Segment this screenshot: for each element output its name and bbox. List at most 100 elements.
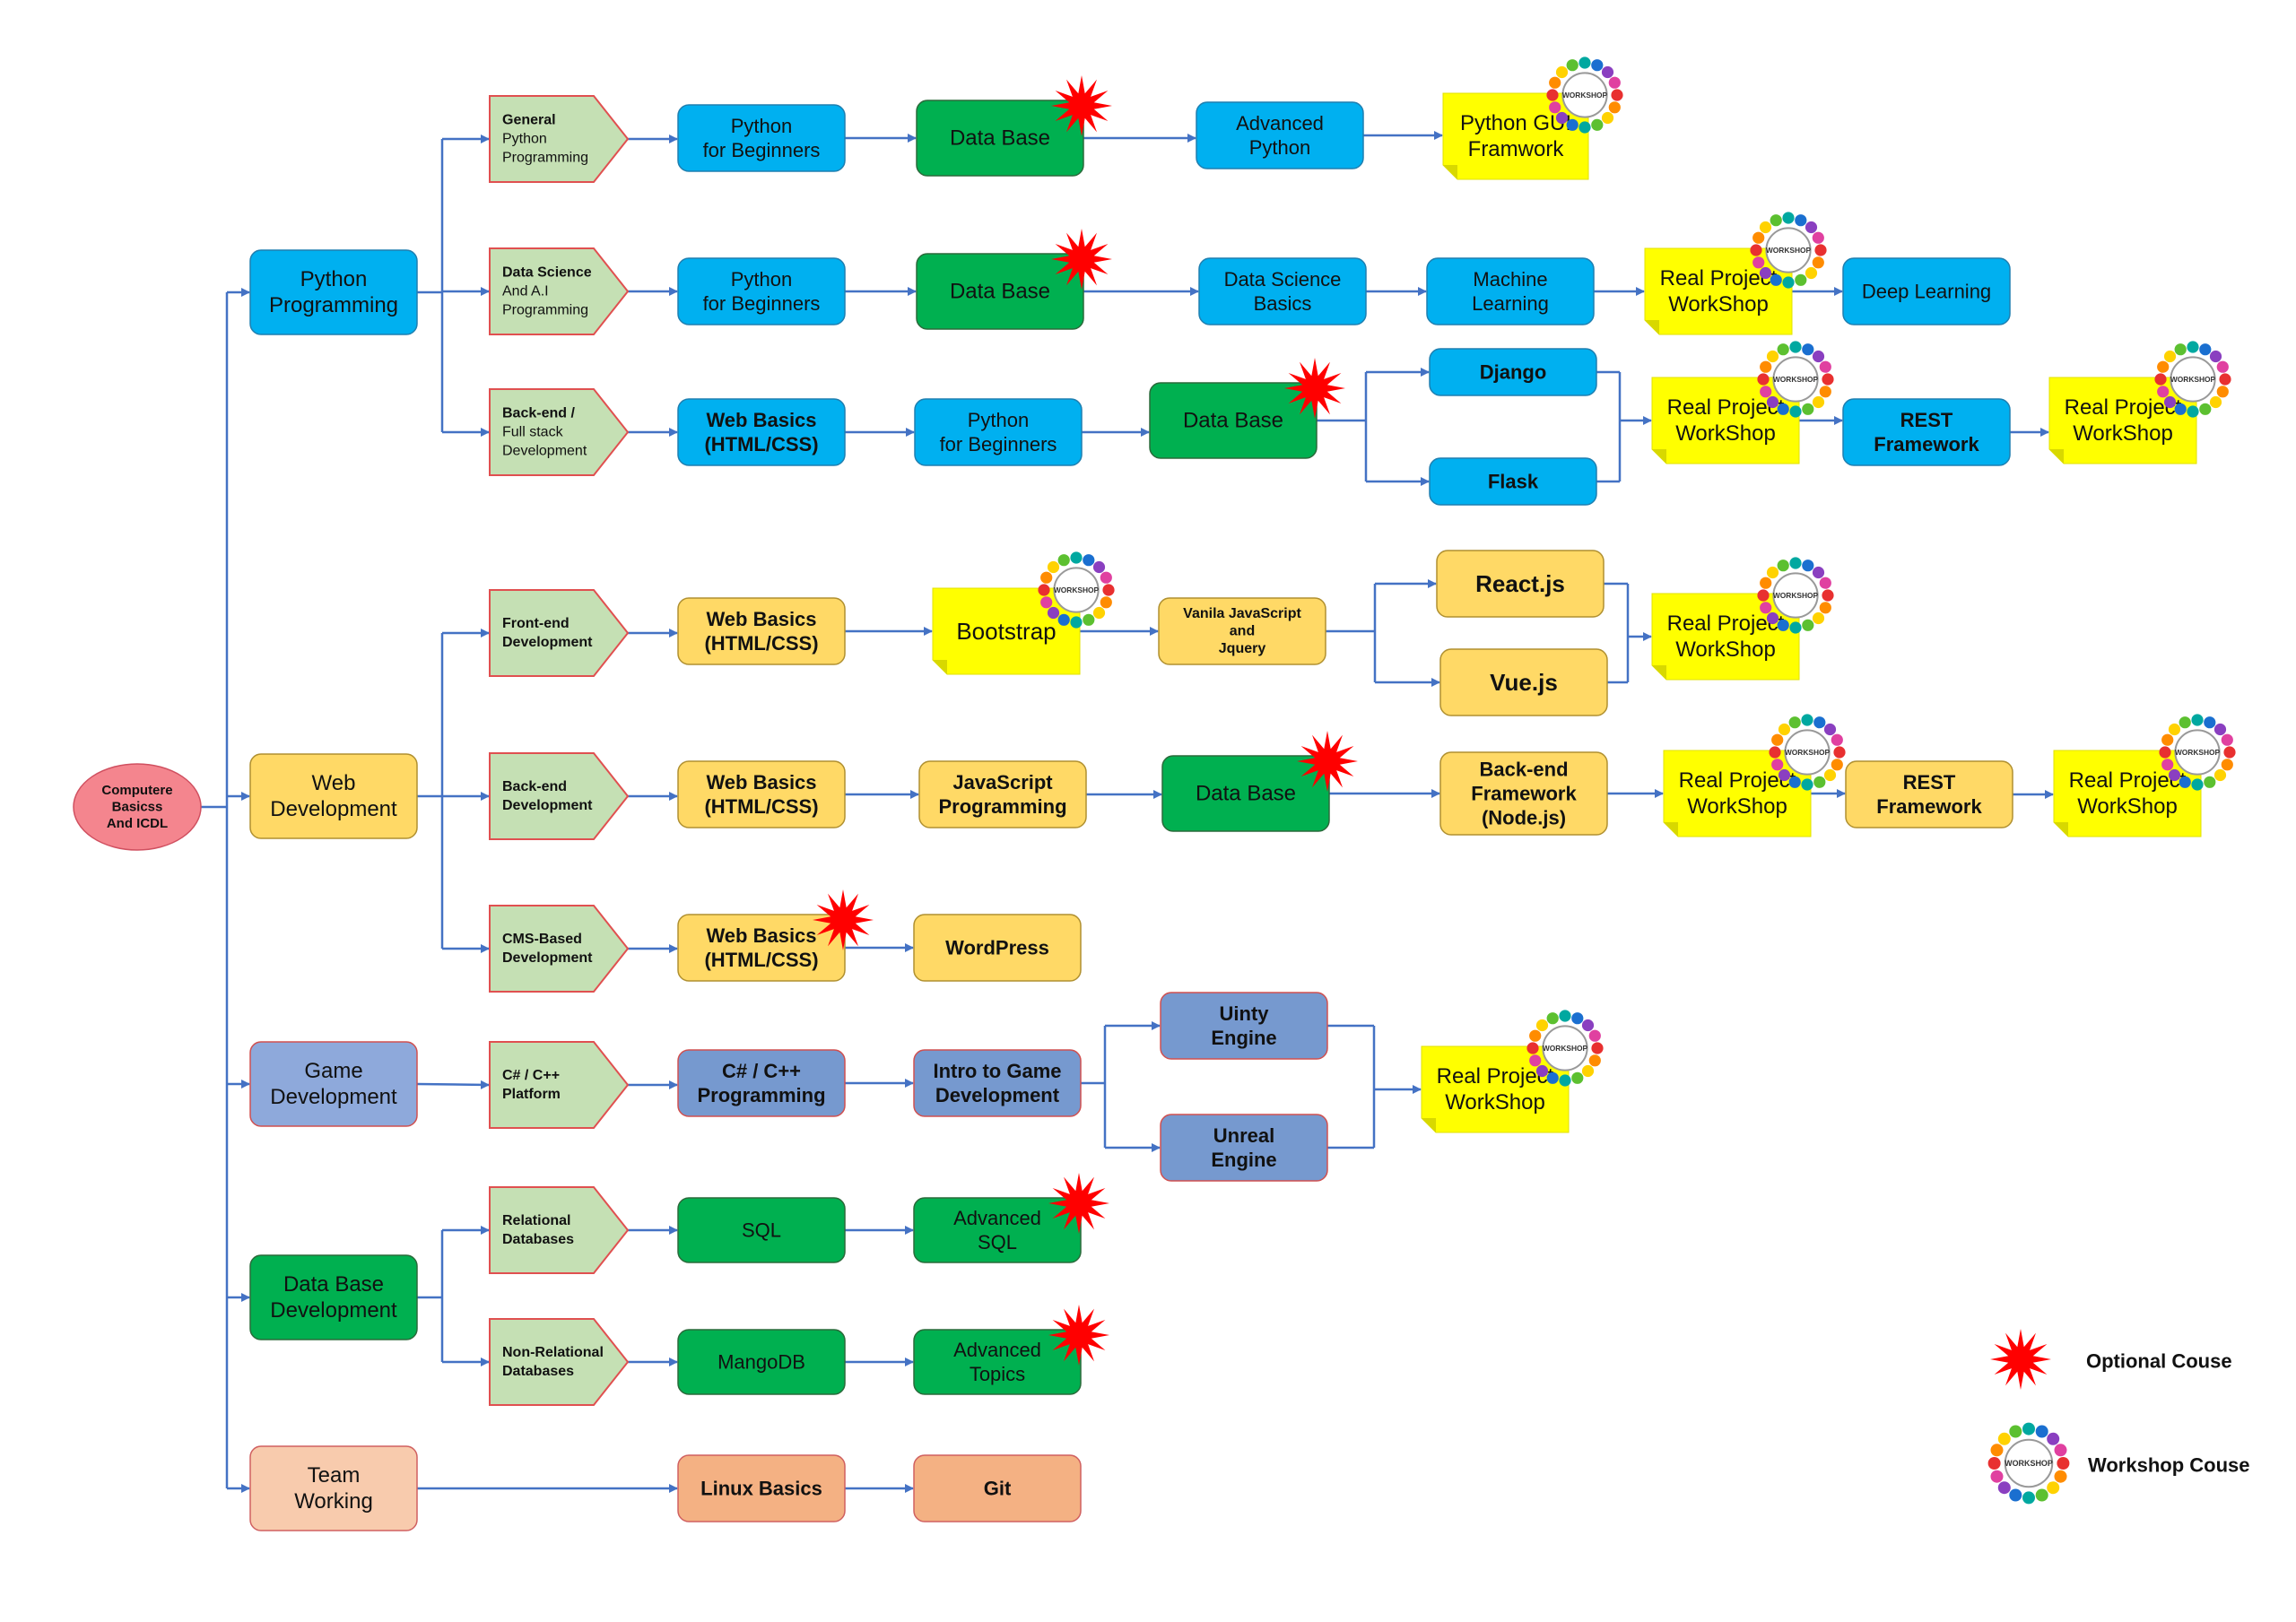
workshop-figure	[1795, 214, 1807, 227]
workshop-figure	[2204, 776, 2216, 788]
workshop-figure	[2209, 350, 2222, 363]
node-label-line: REST	[1903, 771, 1956, 794]
node-shape	[677, 1329, 846, 1395]
track-label-line: Python	[502, 132, 547, 147]
node-label-line: WorkShop	[2073, 421, 2173, 446]
workshop-figure	[1990, 1444, 2004, 1457]
workshop-badge-core	[1561, 72, 1608, 118]
workshop-badge-icon: WORKSHOP	[1987, 1422, 2070, 1505]
node-label-line: Python	[968, 409, 1030, 431]
node-label-line: Team	[308, 1463, 361, 1488]
workshop-figure	[1766, 395, 1779, 409]
node-label-line: Learning	[1472, 292, 1549, 315]
workshop-figure	[1771, 733, 1784, 746]
workshop-figure	[1555, 111, 1569, 125]
node-shape	[677, 914, 846, 982]
node-shape	[918, 760, 1087, 828]
node-shape	[916, 100, 1084, 177]
edges-layer	[201, 131, 2054, 1493]
workshop-figure	[2163, 395, 2177, 409]
workshop-figure	[2154, 373, 2167, 386]
workshop-figure	[1789, 405, 1802, 418]
workshop-figure	[1831, 759, 1843, 771]
node-label-line: (HTML/CSS)	[704, 949, 818, 971]
workshop-figure	[1608, 101, 1621, 114]
node-shape	[1436, 550, 1605, 618]
node-label-line: Framework	[1874, 433, 1979, 455]
node-shape	[1198, 257, 1367, 325]
node-label-line: Web Basics	[706, 771, 816, 794]
workshop-figure	[1812, 395, 1825, 409]
workshop-figure	[1588, 1029, 1601, 1042]
track-label-line: C# / C++	[502, 1068, 560, 1083]
workshop-figure	[1760, 360, 1772, 373]
workshop-badge-icon: WORKSHOP	[1757, 557, 1834, 634]
node-shape	[489, 905, 630, 993]
workshop-figure	[1591, 118, 1604, 131]
node-label-line: Web	[312, 771, 356, 795]
node-label-line: WorkShop	[1687, 794, 1787, 819]
node-label-line: Real Project	[1679, 768, 1796, 793]
workshop-figure	[1771, 759, 1784, 771]
workshop-figure	[2054, 1444, 2067, 1457]
workshop-figure	[1760, 386, 1772, 398]
node-shape	[1842, 257, 2011, 325]
node-shape	[1842, 398, 2011, 466]
workshop-badge-label: WORKSHOP	[1785, 748, 1831, 757]
node-shape	[1439, 648, 1608, 716]
workshop-badge-label: WORKSHOP	[2005, 1459, 2053, 1468]
node-shape	[677, 760, 846, 828]
note-fold	[1645, 320, 1659, 334]
workshop-figure	[2054, 1470, 2067, 1483]
node-py-db1: Data Base	[916, 100, 1084, 177]
note-fold	[933, 660, 947, 674]
node-label-line: Working	[294, 1489, 373, 1514]
track-label-line: Databases	[502, 1364, 574, 1379]
node-vue: Vue.js	[1439, 648, 1608, 716]
workshop-badge-icon: WORKSHOP	[1038, 551, 1115, 629]
node-shape	[1429, 457, 1597, 506]
workshop-badge-label: WORKSHOP	[1773, 375, 1819, 384]
workshop-figure	[1769, 746, 1781, 759]
node-shape	[489, 95, 630, 183]
workshop-badge-label: WORKSHOP	[1054, 585, 1100, 594]
workshop-figure	[1752, 231, 1765, 244]
note-fold	[2049, 449, 2064, 464]
node-label-line: for Beginners	[703, 139, 821, 161]
node-label-line: Web Basics	[706, 409, 816, 431]
workshop-badge-core	[1784, 729, 1831, 776]
workshop-figure	[1759, 266, 1772, 280]
workshop-figure	[1788, 716, 1801, 729]
node-web-py: Web Basics(HTML/CSS)	[677, 398, 846, 466]
node-shape	[913, 1454, 1082, 1522]
workshop-badge-label: WORKSHOP	[1773, 591, 1819, 600]
node-label-line: Real Project	[1660, 266, 1778, 291]
legend-star-icon	[1990, 1329, 2051, 1390]
workshop-figure	[1788, 776, 1801, 788]
node-shape	[1429, 348, 1597, 396]
track-label-line: Programming	[502, 150, 588, 165]
note-fold	[1652, 449, 1666, 464]
workshop-figure	[1777, 403, 1789, 415]
track-label-line: Development	[502, 798, 593, 813]
workshop-figure	[1546, 89, 1559, 101]
node-shape	[249, 1254, 418, 1340]
node-shape	[677, 104, 846, 172]
note-fold	[1443, 165, 1457, 179]
workshop-figure	[1802, 403, 1814, 415]
workshop-figure	[2199, 403, 2212, 415]
node-shape	[1426, 257, 1595, 325]
node-label-line: Development	[270, 1298, 397, 1323]
workshop-figure	[1083, 613, 1095, 626]
